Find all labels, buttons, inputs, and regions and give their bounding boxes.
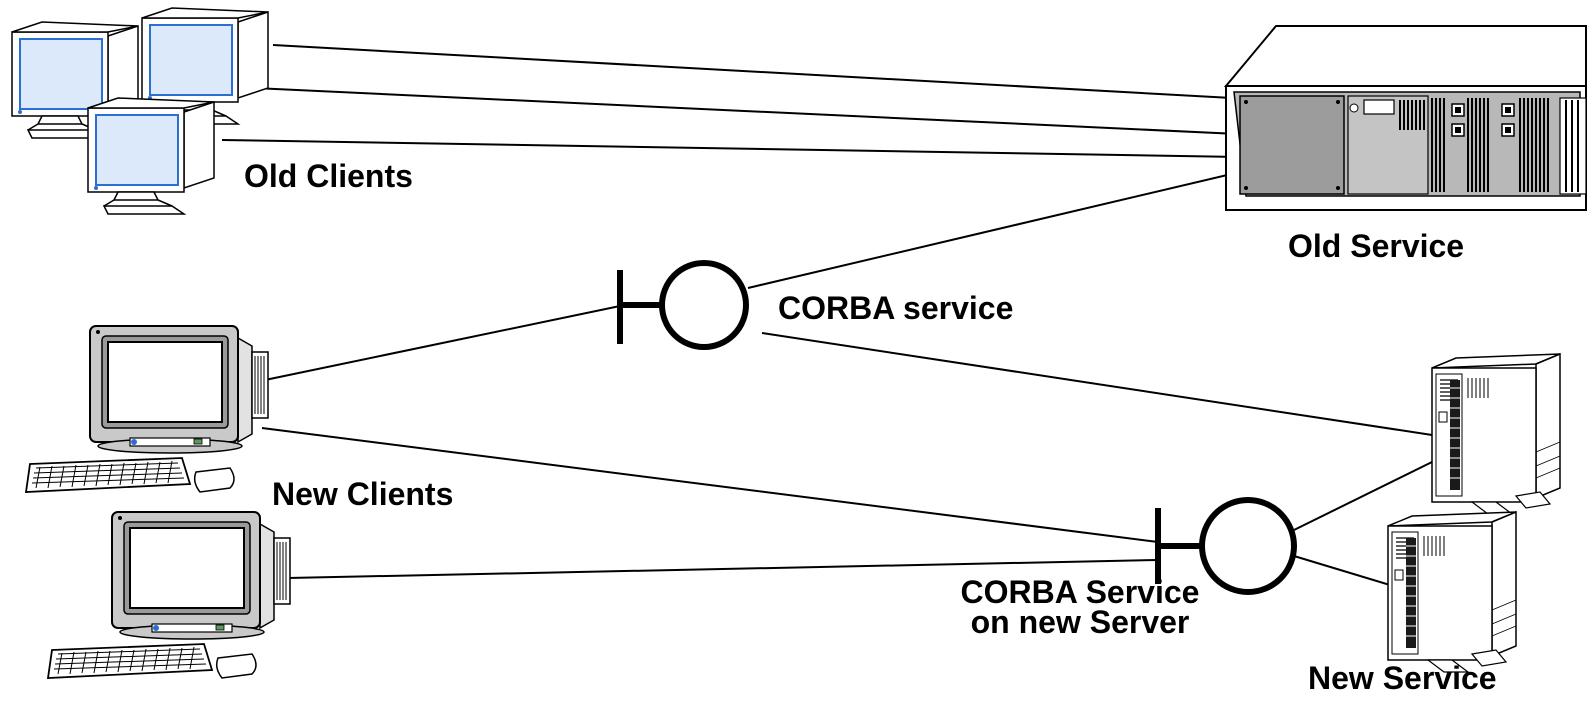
corba-new-server-label-line-2: on new Server xyxy=(970,604,1190,640)
line-corba-new-to-new-server-2 xyxy=(1293,555,1401,589)
new-service-label: New Service xyxy=(1308,660,1497,696)
new-clients-label: New Clients xyxy=(272,476,454,512)
new-client-workstation-1-icon xyxy=(25,325,269,493)
new-client-workstation-2-icon xyxy=(47,511,291,679)
new-server-tower-1-icon xyxy=(1431,353,1561,515)
line-old-client-3-to-old-service xyxy=(221,139,1241,158)
corba-new-server-interface-icon xyxy=(1155,497,1297,595)
corba-service-interface-icon xyxy=(617,260,749,350)
line-new-client-2-to-corba-new xyxy=(287,559,1159,579)
line-corba-to-old-service xyxy=(747,171,1241,289)
old-clients-icon xyxy=(11,7,269,215)
line-old-client-2-to-old-service xyxy=(252,87,1239,135)
corba-new-server-label: CORBA Service on new Server xyxy=(932,576,1228,638)
old-service-icon xyxy=(1223,25,1587,211)
old-clients-label: Old Clients xyxy=(244,158,413,194)
old-service-label: Old Service xyxy=(1288,228,1465,264)
corba-service-label: CORBA service xyxy=(778,290,1014,326)
line-old-client-1-to-old-service xyxy=(272,44,1233,99)
line-corba-to-new-server-1 xyxy=(761,332,1433,436)
connection-lines xyxy=(221,44,1433,589)
line-new-client-1-to-corba-new xyxy=(261,427,1159,543)
line-new-client-1-to-corba xyxy=(264,305,621,381)
corba-new-server-label-line-1: CORBA Service xyxy=(960,574,1200,610)
line-corba-new-to-new-server-1 xyxy=(1293,461,1433,531)
new-server-tower-2-icon xyxy=(1387,511,1517,673)
